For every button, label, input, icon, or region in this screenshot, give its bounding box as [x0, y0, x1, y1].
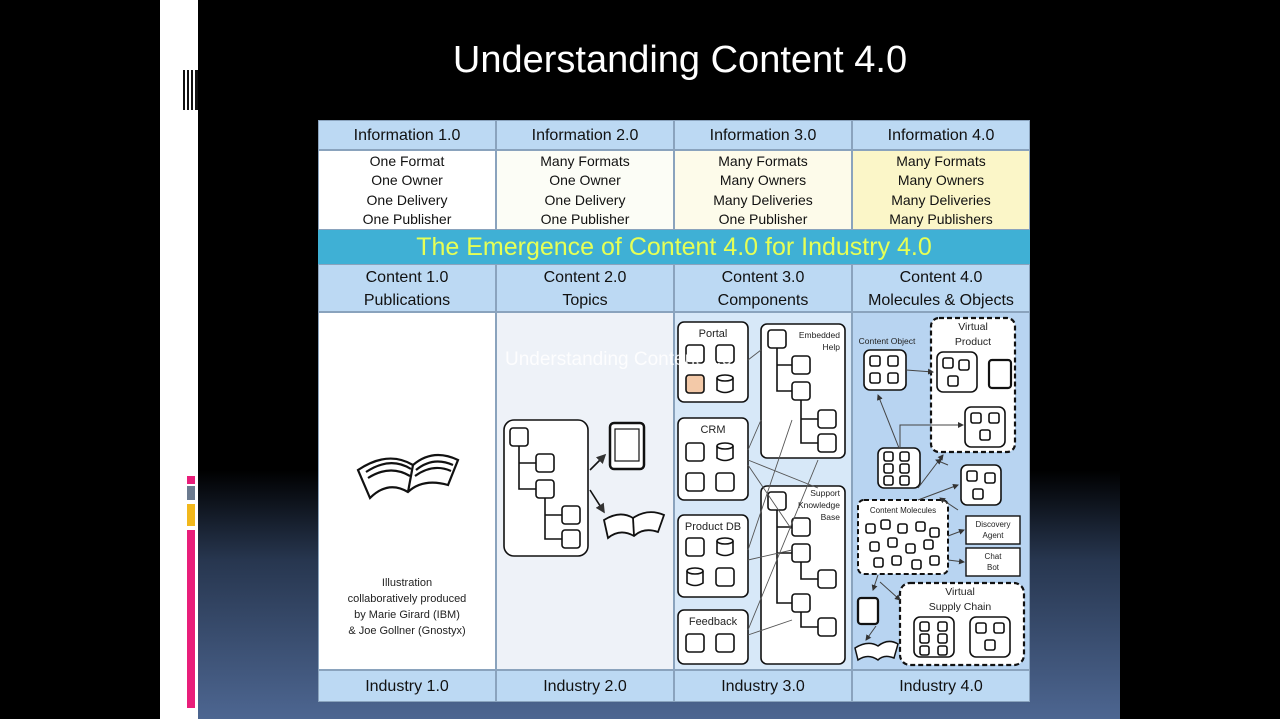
embedded-help-label: Help	[823, 342, 841, 352]
info-line: One Owner	[549, 172, 621, 189]
industry-2-label: Industry 2.0	[496, 670, 674, 702]
info-col-3-body: Many Formats Many Owners Many Deliveries…	[674, 150, 852, 230]
info-line: One Delivery	[366, 191, 448, 208]
industry-3-label: Industry 3.0	[674, 670, 852, 702]
virtual-product-group	[929, 316, 1017, 454]
content-subtitle: Molecules & Objects	[868, 292, 1014, 309]
info-line: One Owner	[371, 172, 443, 189]
industry-1-label: Industry 1.0	[318, 670, 496, 702]
product-db-component	[677, 514, 749, 598]
feedback-label: Feedback	[689, 616, 738, 628]
support-kb-label: Support	[810, 488, 840, 498]
virtual-supply-chain-label: Supply Chain	[929, 601, 992, 613]
info-line: One Publisher	[540, 210, 630, 227]
discovery-agent-label: Agent	[983, 531, 1005, 540]
support-kb-label: Knowledge	[798, 500, 840, 510]
small-book-icon	[602, 511, 666, 540]
slide-title: Understanding Content 4.0	[452, 39, 908, 81]
info-col-4-body: Many Formats Many Owners Many Deliveries…	[852, 150, 1030, 230]
info-line: One Publisher	[718, 210, 808, 227]
book-icon	[356, 453, 460, 500]
content-subtitle: Topics	[562, 292, 608, 309]
info-col-1-body: One Format One Owner One Delivery One Pu…	[318, 150, 496, 230]
info-line: One Delivery	[544, 191, 626, 208]
credit-line: collaboratively produced	[347, 593, 467, 605]
embedded-help-label: Embedded	[799, 330, 840, 340]
info-line: One Publisher	[362, 210, 452, 227]
info-line: Many Deliveries	[713, 191, 813, 208]
content-evolution-diagram: Information 1.0 Information 2.0 Informat…	[318, 120, 1030, 702]
content-title: Content 3.0	[721, 269, 805, 286]
component-labels: Portal CRM Product DB Feedback Embedded …	[685, 321, 1011, 628]
accent-bar-yellow	[187, 504, 195, 526]
industry-4-label: Industry 4.0	[852, 670, 1030, 702]
content-title: Content 1.0	[365, 269, 449, 286]
tablet-icon	[608, 421, 646, 471]
content-title: Content 4.0	[899, 269, 983, 286]
topic-tree-diagram	[503, 419, 607, 557]
info-col-2-title: Information 2.0	[496, 120, 674, 150]
info-line: Many Publishers	[889, 210, 993, 227]
virtual-product-label: Product	[955, 336, 991, 348]
content-object-label: Content Object	[859, 336, 916, 346]
molecule-object-right	[960, 464, 1002, 506]
virtual-product-label: Virtual	[958, 321, 988, 333]
discovery-agent-label: Discovery	[975, 520, 1010, 529]
phone-icon	[856, 596, 880, 626]
support-kb-label: Base	[821, 512, 841, 522]
embedded-help-component	[760, 323, 846, 459]
virtual-supply-chain-label: Virtual	[945, 586, 975, 598]
virtual-supply-chain-group	[898, 581, 1026, 667]
info-line: Many Formats	[718, 153, 808, 169]
content-object	[863, 349, 907, 391]
accent-bar-pink	[187, 530, 195, 708]
ghost-title-overlay: Understanding Content 4.0	[505, 349, 733, 370]
crm-label: CRM	[700, 424, 725, 436]
support-kb-component	[760, 485, 846, 665]
content-title: Content 2.0	[543, 269, 627, 286]
tiny-book-icon	[854, 640, 899, 662]
portal-component	[677, 321, 749, 403]
info-line: Many Owners	[897, 172, 985, 189]
info-col-1-title: Information 1.0	[318, 120, 496, 150]
molecule-grid-object	[877, 447, 921, 489]
content-molecules-label: Content Molecules	[870, 506, 936, 515]
content-col-1-header: Content 1.0 Publications	[318, 264, 496, 312]
credit-line: & Joe Gollner (Gnostyx)	[348, 625, 466, 637]
decorative-lines	[183, 70, 198, 110]
illustrations-svg: Portal CRM Product DB Feedback Embedded …	[356, 316, 1026, 667]
accent-bar-slate	[187, 486, 195, 500]
info-line: Many Formats	[540, 153, 630, 169]
discovery-agent-box	[965, 515, 1021, 545]
credit-line: by Marie Girard (IBM)	[354, 609, 460, 621]
content-col-4-header: Content 4.0 Molecules & Objects	[852, 264, 1030, 312]
content-subtitle: Publications	[363, 292, 451, 309]
crm-component	[677, 417, 749, 501]
content-col-2-header: Content 2.0 Topics	[496, 264, 674, 312]
content-subtitle: Components	[717, 292, 809, 309]
info-col-4-title: Information 4.0	[852, 120, 1030, 150]
content-col-3-header: Content 3.0 Components	[674, 264, 852, 312]
component-connectors	[747, 349, 819, 636]
info-line: Many Owners	[719, 172, 807, 189]
feedback-component	[677, 609, 749, 665]
info-line: Many Deliveries	[891, 191, 991, 208]
molecule-arrows	[865, 368, 965, 641]
portal-label: Portal	[699, 328, 728, 340]
product-db-label: Product DB	[685, 521, 741, 533]
content-molecules-group	[857, 499, 949, 575]
info-line: One Format	[369, 153, 445, 169]
illustration-credit: Illustration collaboratively produced by…	[328, 575, 486, 639]
accent-bar-pink-top	[187, 476, 195, 484]
chat-bot-label: Bot	[987, 563, 1000, 572]
info-line: Many Formats	[896, 153, 986, 169]
credit-line: Illustration	[381, 577, 433, 589]
chat-bot-label: Chat	[985, 552, 1003, 561]
emergence-banner: The Emergence of Content 4.0 for Industr…	[318, 230, 1030, 264]
info-col-3-title: Information 3.0	[674, 120, 852, 150]
chat-bot-box	[965, 547, 1021, 577]
info-col-2-body: Many Formats One Owner One Delivery One …	[496, 150, 674, 230]
